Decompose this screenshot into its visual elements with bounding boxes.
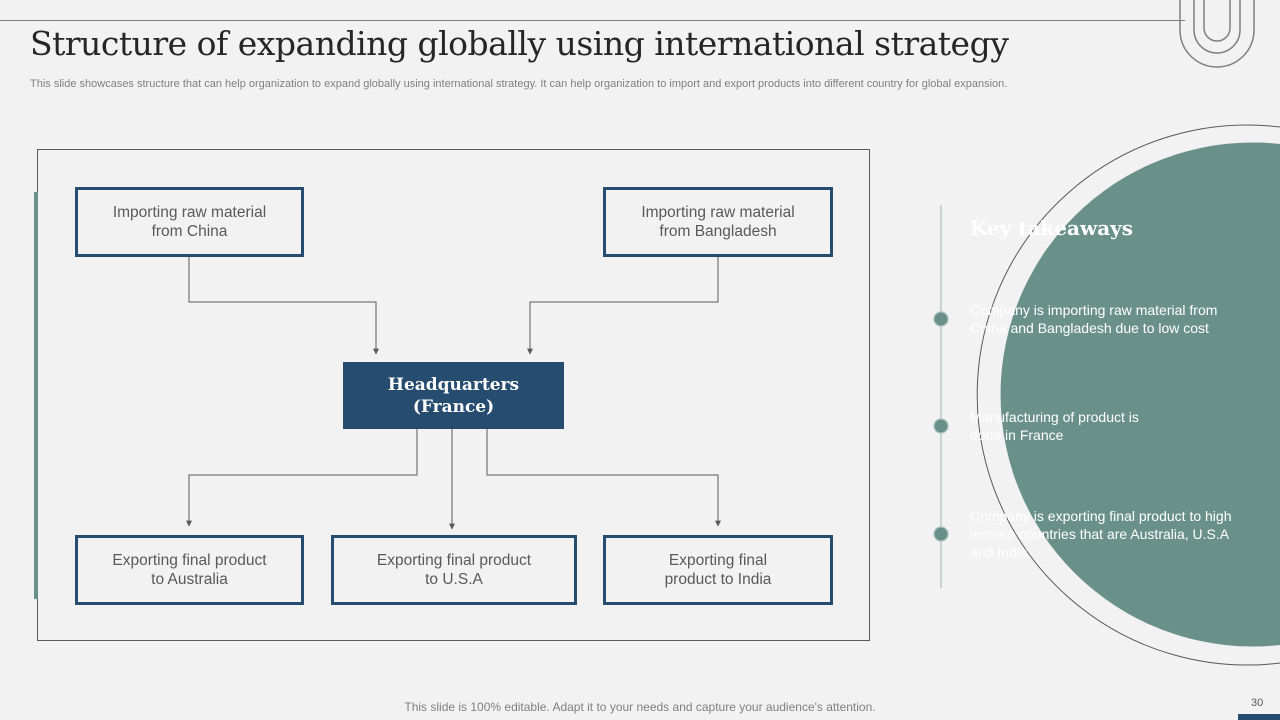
import-china-line1: Importing raw material [112,204,267,221]
export-box-australia: Exporting final product to Australia [75,535,304,605]
import-box-china: Importing raw material from China [75,187,304,257]
takeaways-outer-arc [976,124,1280,666]
export-australia-line2: to Australia [151,571,228,588]
export-australia-line1: Exporting final product [112,552,267,569]
slide-title: Structure of expanding globally using in… [30,24,1009,63]
page-number-bar [1238,714,1280,720]
takeaways-title: Key takeaways [970,216,1134,240]
export-india-line1: Exporting final [668,552,768,569]
export-box-india: Exporting final product to India [603,535,833,605]
takeaways-circle [1000,142,1280,647]
headquarters-box: Headquarters (France) [343,362,564,429]
import-bangladesh-line1: Importing raw material [641,204,795,221]
takeaway-item-2: Manufacturing of product is done in Fran… [970,409,1139,443]
takeaway-item-3: Company is exporting final product to hi… [970,508,1232,560]
export-usa-line1: Exporting final product [376,552,532,569]
hq-line2: (France) [412,396,495,417]
slide-subtitle: This slide showcases structure that can … [30,78,1008,90]
export-india-line2: product to India [664,571,772,588]
import-box-bangladesh: Importing raw material from Bangladesh [603,187,833,257]
frame-accent-bar [34,192,38,599]
page-number: 30 [1251,697,1264,709]
connector-hq-to-australia [186,429,418,527]
import-china-line2: from China [151,223,228,240]
connector-bangladesh-to-hq [527,256,719,355]
top-rule [0,20,1185,21]
takeaway-item-1: Company is importing raw material from C… [970,302,1218,336]
decorative-arch-icon [1179,0,1255,68]
export-usa-line2: to U.S.A [425,571,483,588]
connector-china-to-hq [188,256,379,355]
export-box-usa: Exporting final product to U.S.A [331,535,577,605]
timeline-dot-3 [933,526,949,542]
connector-hq-to-india [486,429,721,527]
footer-note: This slide is 100% editable. Adapt it to… [404,700,876,714]
timeline-dot-1 [933,311,949,327]
import-bangladesh-line2: from Bangladesh [659,223,777,240]
hq-line1: Headquarters [387,374,520,395]
timeline-dot-2 [933,418,949,434]
